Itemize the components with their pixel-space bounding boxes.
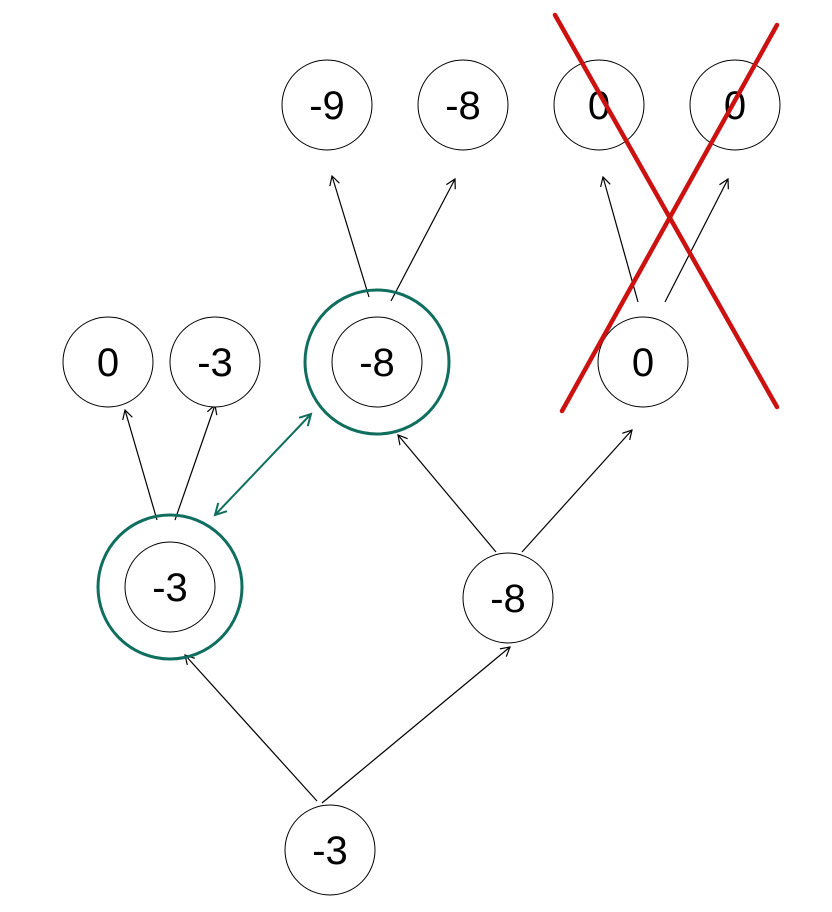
- prune-cross-stroke-1: [552, 12, 780, 410]
- node-value: 0: [632, 341, 654, 385]
- pruned-cross-mark: [552, 12, 780, 414]
- edge-root-to-low-2: [321, 646, 511, 804]
- edge-mid-4-to-top-4: [664, 177, 729, 303]
- edge-low-1-to-mid-1: [122, 408, 158, 521]
- node-value: 0: [97, 341, 119, 385]
- tree-node-top-3: 0: [553, 59, 645, 151]
- tree-node-mid-2: -3: [169, 316, 261, 408]
- node-value: -8: [445, 84, 481, 128]
- edge-mid-3-to-top-1: [329, 174, 370, 298]
- node-value: -8: [359, 341, 395, 385]
- node-circle: [281, 59, 373, 151]
- node-value: -3: [152, 566, 188, 610]
- node-circle: [124, 541, 216, 633]
- highlight-rings: [96, 288, 451, 661]
- node-circle: [284, 804, 376, 896]
- prune-cross-stroke-2: [559, 22, 780, 414]
- edge-mid-3-to-top-2: [390, 177, 456, 302]
- node-value: -3: [197, 341, 233, 385]
- tree-node-top-1: -9: [281, 59, 373, 151]
- double-arrow-low-1-mid-3: [215, 414, 311, 515]
- node-circle: [417, 59, 509, 151]
- tree-edges: [122, 174, 729, 804]
- highlight-ring-mid-3: [303, 288, 451, 436]
- edge-low-2-to-mid-3: [397, 434, 497, 553]
- node-circle: [462, 552, 554, 644]
- tree-node-top-2: -8: [417, 59, 509, 151]
- tree-node-mid-4: 0: [597, 316, 689, 408]
- edge-low-1-to-mid-2: [174, 403, 218, 521]
- tree-node-mid-1: 0: [62, 316, 154, 408]
- node-value: -3: [312, 829, 348, 873]
- node-value: -9: [309, 84, 345, 128]
- node-circle: [597, 316, 689, 408]
- tree-node-mid-3: -8: [331, 316, 423, 408]
- tree-node-root: -3: [284, 804, 376, 896]
- highlight-ring-low-1: [96, 513, 244, 661]
- node-value: 0: [588, 84, 610, 128]
- node-circle: [62, 316, 154, 408]
- node-value: -8: [490, 577, 526, 621]
- node-circle: [553, 59, 645, 151]
- node-circle: [331, 316, 423, 408]
- tree-node-low-1: -3: [124, 541, 216, 633]
- edge-low-2-to-mid-4: [521, 429, 633, 553]
- edge-root-to-low-1: [184, 654, 318, 802]
- node-circle: [169, 316, 261, 408]
- tree-node-low-2: -8: [462, 552, 554, 644]
